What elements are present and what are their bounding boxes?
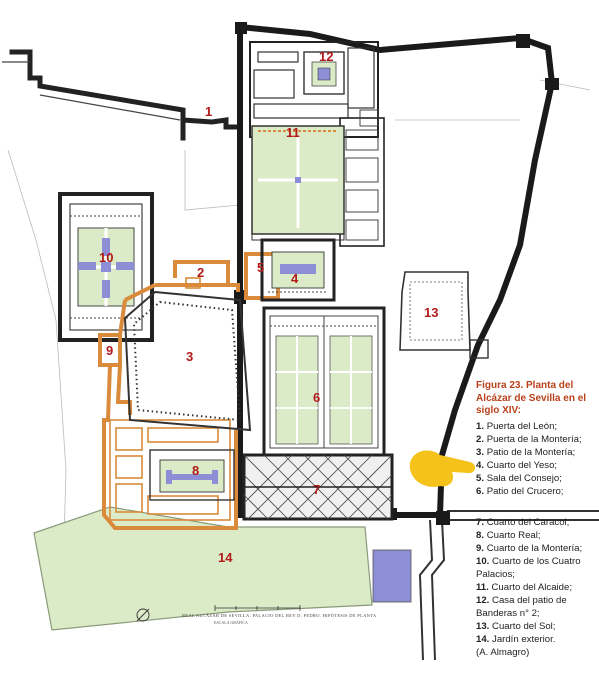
caption-item: 8. Cuarto Real; [476,529,541,541]
scale-bar [214,605,301,611]
caption-item: 14. Jardín exterior. [476,633,556,645]
building-8 [149,449,235,501]
caption-credit: (A. Almagro) [476,646,530,658]
caption-item: 3. Patio de la Montería; [476,446,576,458]
caption-item: 9. Cuarto de la Montería; [476,542,583,554]
walls-top-left-thin [2,61,181,121]
north-arrow [136,608,150,622]
building-13 [399,271,489,359]
map-label-6: 6 [313,390,320,405]
outer-walls [418,510,599,661]
caption-item: 7. Cuarto del Caracol; [476,516,570,528]
building-7 [242,453,394,521]
caption-item: 11. Cuarto del Alcaide; [476,581,573,593]
garden-14-pool [372,549,412,603]
map-label-1: 1 [205,104,212,119]
map-label-10: 10 [99,250,113,265]
map-label-2: 2 [197,265,204,280]
patio-11 [251,125,345,241]
map-label-14: 14 [218,550,233,565]
main-walls [236,23,556,519]
building-10 [58,192,154,342]
caption-item: 10. Cuarto de los Cuatro Palacios; [476,555,581,580]
map-label-12: 12 [319,49,333,64]
scale-subcaption: ESCALA GRÁFICA [214,620,248,625]
map-label-9: 9 [106,343,113,358]
caption-title: Figura 23. Planta del Alcázar de Sevilla… [476,380,587,416]
orange-thin-walls [109,277,231,521]
map-label-3: 3 [186,349,193,364]
map-label-8: 8 [192,463,199,478]
highlight-pointer [409,450,476,487]
map-label-4: 4 [291,271,299,286]
caption-gap [476,498,596,516]
caption-item: 1. Puerta del León; [476,420,558,432]
map-label-5: 5 [257,260,264,275]
caption-item: 6. Patio del Crucero; [476,485,564,497]
building-4 [260,238,336,302]
caption-item: 4. Cuarto del Yeso; [476,459,558,471]
caption-item: 2. Puerta de la Montería; [476,433,582,445]
figure-caption: Figura 23. Planta del Alcázar de Sevilla… [476,380,596,659]
garden-14 [33,506,373,631]
scale-caption: REAL ALCÁZAR DE SEVILLA. PALACIO DEL REY… [182,613,377,618]
map-label-11: 11 [286,125,300,140]
patio-3 [123,290,252,432]
caption-item: 5. Sala del Consejo; [476,472,562,484]
patio-6 [262,306,386,458]
walls-top-left [9,49,243,141]
map-label-7: 7 [313,482,320,497]
caption-item: 13. Cuarto del Sol; [476,620,556,632]
caption-item: 12. Casa del patio de Banderas n° 2; [476,594,567,619]
complex-11-12 [249,41,385,247]
map-label-13: 13 [424,305,438,320]
